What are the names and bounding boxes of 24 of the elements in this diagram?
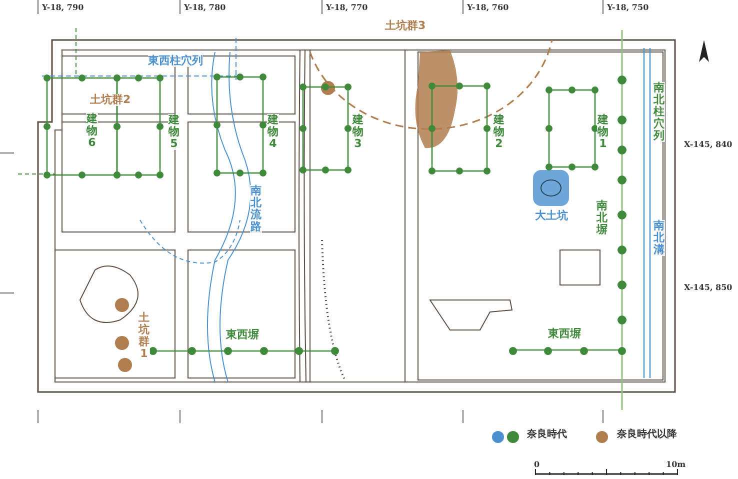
legend-label: 奈良時代以降 [617,430,677,440]
feature-label: 南北柱穴列 [653,82,665,142]
feature-label: 建物6 [86,113,98,150]
feature-label: 南北流路 [250,185,262,234]
feature-label: 大土坑 [535,210,568,222]
feature-label: 南北溝 [653,220,665,256]
legend-label: 奈良時代 [527,430,567,440]
feature-label: 建物3 [352,114,364,150]
coordinate-label: Y-18, 760 [467,3,509,12]
coordinate-label: Y-18, 790 [42,3,84,12]
scale-label: 10m [666,460,686,468]
feature-label: 建物5 [168,114,180,150]
feature-label: 東西塀 [548,328,581,340]
coordinate-label: Y-18, 780 [184,3,226,12]
feature-label: 東西柱穴列 [148,55,203,67]
coordinate-label: X-145, 840 [684,140,732,148]
coordinate-label: Y-18, 770 [326,3,368,12]
scale-label: 0 [534,460,540,468]
feature-label: 南北塀 [596,200,608,236]
coordinate-label: Y-18, 750 [607,3,649,12]
coordinate-label: X-145, 850 [684,283,732,292]
feature-label: 東西塀 [226,329,259,341]
pit-group-label: 土坑群2 [90,94,131,106]
pit-group-label: 土坑群3 [385,20,426,32]
